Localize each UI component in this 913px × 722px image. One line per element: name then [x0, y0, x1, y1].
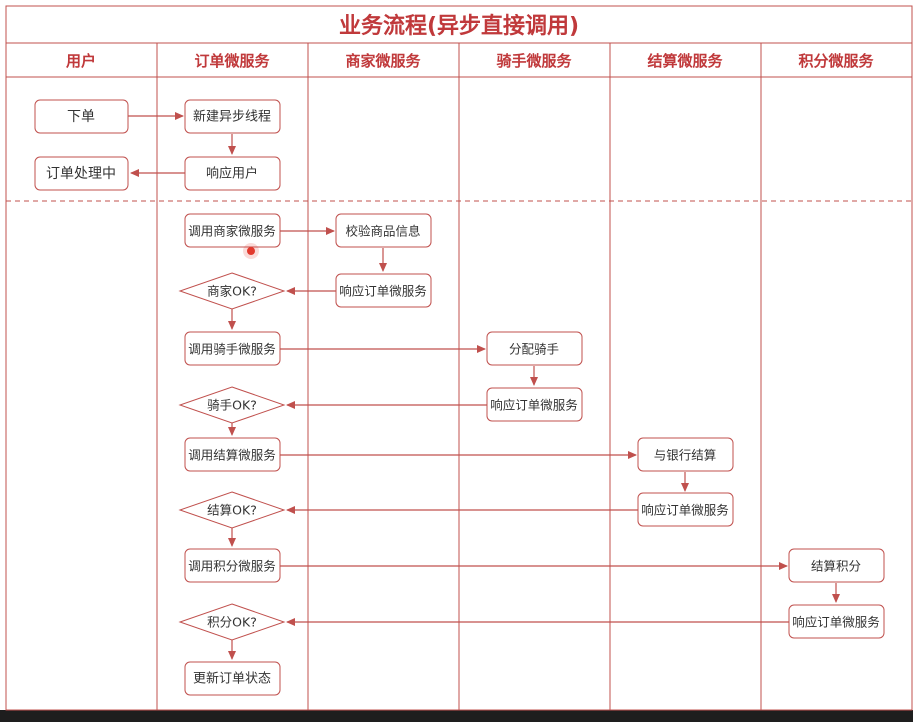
- node-bank-settle: 与银行结算: [654, 448, 717, 463]
- node-order-processing-box: [34, 156, 129, 191]
- node-merchant-reply-box: [335, 273, 432, 308]
- node-verify-product-box: [335, 213, 432, 248]
- node-new-async-thread: 新建异步线程: [193, 109, 271, 125]
- decision-points-ok: 积分OK?: [207, 615, 257, 630]
- node-call-settlement: 调用结算微服务: [188, 448, 276, 463]
- node-new-async-thread-box: [184, 99, 281, 134]
- cursor-dot: [247, 247, 255, 255]
- lane-header-order: 订单微服务: [194, 52, 270, 70]
- decision-settlement-ok: 结算OK?: [207, 503, 257, 518]
- node-call-rider-box: [184, 331, 281, 366]
- node-call-settlement-box: [184, 437, 281, 472]
- node-settle-points: 结算积分: [811, 559, 861, 574]
- node-assign-rider: 分配骑手: [509, 342, 559, 357]
- lane-header-points: 积分微服务: [798, 52, 874, 70]
- node-update-status: 更新订单状态: [193, 671, 271, 687]
- node-points-reply: 响应订单微服务: [792, 615, 880, 630]
- node-place-order: 下单: [67, 109, 95, 125]
- node-place-order-box: [34, 99, 129, 134]
- node-call-merchant-box: [184, 213, 281, 248]
- node-call-points: 调用积分微服务: [188, 559, 276, 574]
- node-settlement-reply-box: [637, 492, 734, 527]
- node-assign-rider-box: [486, 331, 583, 366]
- lane-header-settlement: 结算微服务: [647, 52, 723, 70]
- node-bank-settle-box: [637, 437, 734, 472]
- decision-merchant-ok-shape: [178, 272, 286, 310]
- node-order-processing: 订单处理中: [46, 166, 116, 182]
- decision-rider-ok: 骑手OK?: [207, 398, 257, 413]
- node-update-status-box: [184, 661, 281, 696]
- node-respond-user: 响应用户: [206, 166, 258, 182]
- node-settle-points-box: [788, 548, 885, 583]
- node-points-reply-box: [788, 604, 885, 639]
- swimlane-frame: [5, 5, 913, 711]
- lane-header-rider: 骑手微服务: [496, 52, 572, 70]
- node-verify-product: 校验商品信息: [345, 224, 420, 239]
- decision-points-ok-shape: [178, 603, 286, 641]
- lane-header-user: 用户: [66, 52, 96, 70]
- page-title: 业务流程(异步直接调用): [339, 13, 579, 39]
- node-call-merchant: 调用商家微服务: [188, 224, 276, 239]
- lane-header-merchant: 商家微服务: [345, 52, 421, 70]
- connectors: [128, 112, 840, 660]
- node-call-rider: 调用骑手微服务: [188, 342, 276, 357]
- node-merchant-reply: 响应订单微服务: [339, 284, 427, 299]
- node-settlement-reply: 响应订单微服务: [641, 503, 729, 518]
- decision-settlement-ok-shape: [178, 491, 286, 529]
- node-rider-reply: 响应订单微服务: [490, 398, 578, 413]
- decision-merchant-ok: 商家OK?: [207, 284, 257, 299]
- node-rider-reply-box: [486, 387, 583, 422]
- decision-rider-ok-shape: [178, 386, 286, 424]
- cursor-halo: [243, 243, 259, 259]
- node-respond-user-box: [184, 156, 281, 191]
- node-call-points-box: [184, 548, 281, 583]
